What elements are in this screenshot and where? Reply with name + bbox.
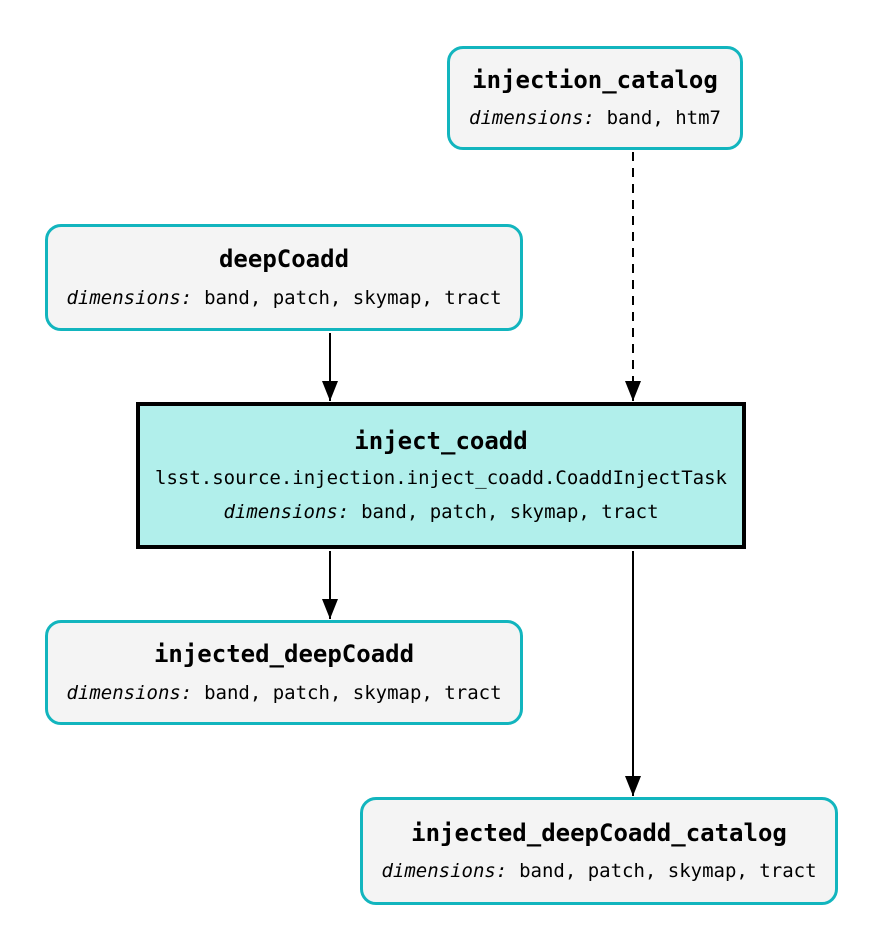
dimensions-value: band, patch, skymap, tract [204,286,502,309]
node-title: injection_catalog [472,65,718,94]
dimensions-label: dimensions: [66,681,193,704]
dimensions-value: band, patch, skymap, tract [204,681,502,704]
node-deepCoadd: deepCoadd dimensions: band, patch, skymap… [45,224,523,331]
node-dimensions: dimensions: band, patch, skymap, tract [66,681,502,704]
node-title: inject_coadd [354,427,528,456]
node-inject-coadd-task: inject_coadd lsst.source.injection.injec… [136,402,746,549]
dimensions-label: dimensions: [381,860,508,883]
node-dimensions: dimensions: band, patch, skymap, tract [66,286,502,309]
node-title: injected_deepCoadd_catalog [411,818,787,847]
node-injected-deepCoadd-catalog: injected_deepCoadd_catalog dimensions: ba… [360,797,838,905]
dimensions-value: band, patch, skymap, tract [361,500,659,523]
node-dimensions: dimensions: band, patch, skymap, tract [223,500,659,523]
node-injection-catalog: injection_catalog dimensions: band, htm7 [447,46,743,150]
node-title: deepCoadd [218,245,350,274]
node-dimensions: dimensions: band, htm7 [469,108,721,129]
node-title: injected_deepCoadd [153,640,415,669]
dimensions-value: band, htm7 [606,107,721,130]
dimensions-label: dimensions: [223,500,350,523]
dimensions-value: band, patch, skymap, tract [519,860,817,883]
task-class-path: lsst.source.injection.inject_coadd.Coadd… [155,466,727,489]
dimensions-label: dimensions: [469,107,595,130]
node-dimensions: dimensions: band, patch, skymap, tract [381,861,816,882]
dimensions-label: dimensions: [66,286,193,309]
node-injected-deepCoadd: injected_deepCoadd dimensions: band, patc… [45,620,523,725]
